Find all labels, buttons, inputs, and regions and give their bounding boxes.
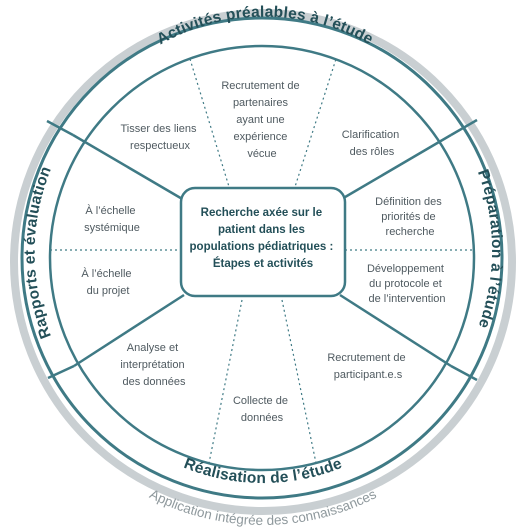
- segment-recrutement-partenaires: Recrutement de partenaires ayant une exp…: [221, 80, 302, 160]
- segment-developpement-protocole: Développement du protocole et de l’inter…: [367, 263, 447, 305]
- segment-tisser-liens: Tisser des liens respectueux: [120, 123, 199, 152]
- segment-line: participant.e.s: [334, 369, 403, 381]
- spoke-bottom-right: [339, 293, 452, 368]
- center-line: Recherche axée sur le: [201, 207, 322, 219]
- segment-line: respectueux: [130, 140, 190, 152]
- segment-line: des rôles: [350, 146, 395, 158]
- center-title: Recherche axée sur le patient dans les p…: [190, 207, 337, 270]
- segment-line: vécue: [247, 148, 276, 160]
- knowledge-ring: [10, 9, 516, 515]
- center-box: [179, 186, 347, 298]
- segment-line: À l’échelle: [81, 267, 131, 280]
- segment-line: de l’intervention: [368, 293, 445, 305]
- segment-echelle-systemique: À l’échelle systémique: [84, 204, 140, 234]
- ring-divider-top-right: [450, 118, 478, 137]
- segment-line: partenaires: [233, 97, 289, 109]
- segment-analyse-donnees: Analyse et interprétation des données: [120, 342, 187, 388]
- segment-definition-priorites: Définition des priorités de recherche: [375, 196, 445, 238]
- segment-line: données: [241, 412, 284, 424]
- ring-divider-bottom-right: [450, 364, 478, 382]
- segment-line: systémique: [84, 222, 140, 234]
- spoke-top-right: [339, 133, 452, 202]
- segment-line: Analyse et: [127, 342, 178, 354]
- segment-line: des données: [123, 376, 186, 388]
- segment-line: interprétation: [120, 359, 184, 371]
- segment-line: Définition des: [375, 196, 442, 208]
- ring-divider-bottom-left: [47, 364, 75, 380]
- center-line: patient dans les: [218, 224, 305, 236]
- segment-line: recherche: [386, 226, 435, 238]
- segment-line: Clarification: [342, 129, 399, 141]
- segment-line: Recrutement de: [221, 80, 299, 92]
- segment-line: priorités de: [381, 211, 435, 223]
- segment-line: du projet: [87, 285, 130, 297]
- segment-line: du protocole et: [369, 278, 442, 290]
- segment-echelle-projet: À l’échelle du projet: [81, 267, 134, 297]
- segment-clarification-roles: Clarification des rôles: [342, 129, 403, 158]
- segment-line: Recrutement de: [327, 352, 405, 364]
- segment-line: Tisser des liens: [120, 123, 197, 135]
- segment-line: Collecte de: [233, 395, 288, 407]
- segment-recrutement-participants: Recrutement de participant.e.s: [327, 352, 408, 381]
- center-line: populations pédiatriques :: [190, 241, 334, 253]
- segment-collecte-donnees: Collecte de données: [233, 395, 291, 424]
- segment-line: Développement: [367, 263, 444, 275]
- spoke-top-left: [72, 133, 185, 202]
- center-line: Étapes et activités: [213, 257, 313, 270]
- segment-line: ayant une: [236, 114, 284, 126]
- ring-divider-top-left: [46, 119, 74, 137]
- spoke-bottom-left: [73, 293, 185, 368]
- segment-line: À l’échelle: [85, 204, 135, 217]
- segment-line: expérience: [234, 131, 288, 143]
